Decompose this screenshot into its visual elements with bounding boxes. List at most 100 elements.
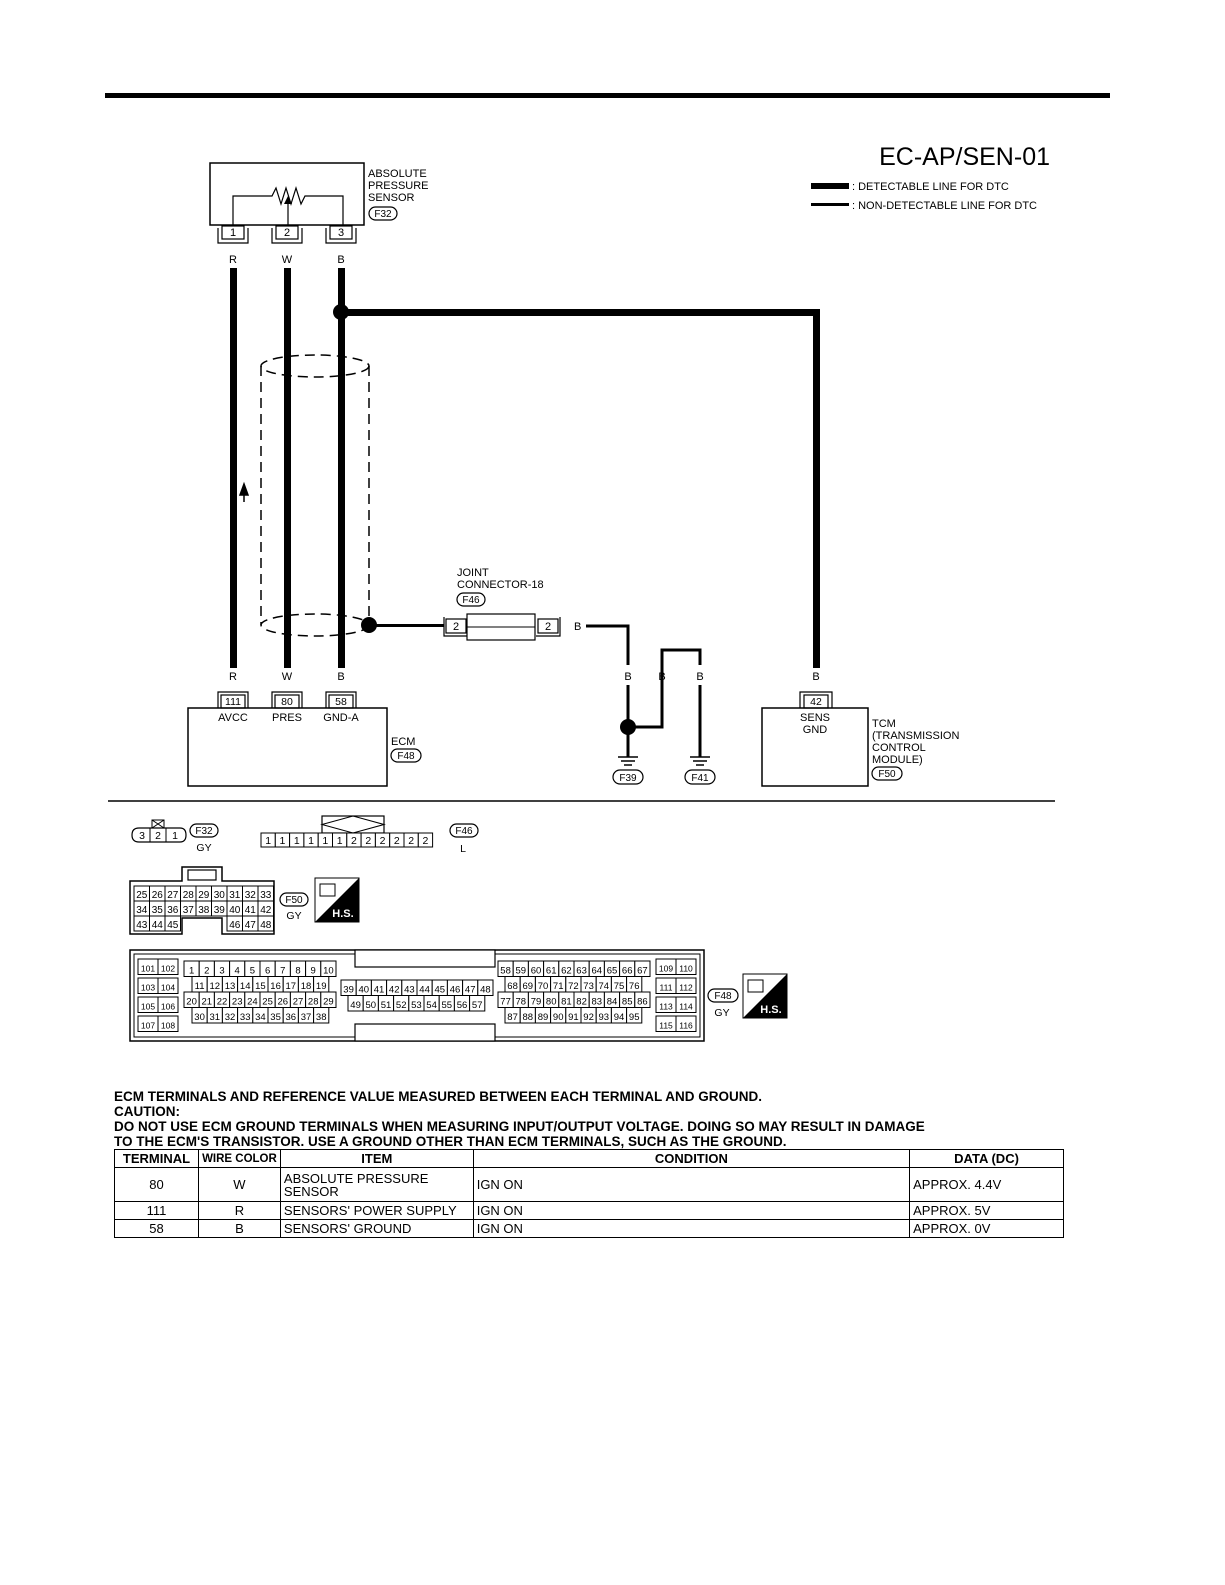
connector-pin: 1: [317, 832, 334, 848]
connector-pin-number: 14: [240, 981, 251, 992]
sensor-pin-1: 1: [217, 225, 249, 244]
svg-text:F46: F46: [455, 826, 473, 837]
ground-f39: [612, 756, 644, 785]
connector-pin-number: 81: [561, 997, 572, 1008]
connector-pin: 37: [297, 1007, 315, 1024]
connector-pin-number: 58: [500, 966, 511, 977]
svg-text:111: 111: [225, 696, 241, 708]
table-row: 80 W ABSOLUTE PRESSURE SENSOR IGN ON APP…: [114, 1167, 1064, 1202]
connector-pin: 71: [550, 976, 567, 993]
connector-pin-number: 77: [500, 997, 511, 1008]
connector-pin-number: 2: [351, 835, 357, 847]
connector-pin: 36: [282, 1007, 299, 1024]
connector-pin: 89: [534, 1007, 552, 1024]
ecm-wire-color-b: B: [337, 671, 344, 683]
connector-pin-number: 33: [260, 890, 272, 901]
tcm-connector-label: F50: [878, 769, 896, 780]
connector-pin: 72: [565, 976, 582, 993]
connector-pin: 92: [580, 1007, 597, 1024]
connector-pin: 45: [431, 979, 448, 996]
connector-pin: 116: [675, 1015, 697, 1032]
connector-pin: 54: [423, 995, 440, 1012]
connector-pin: 48: [477, 979, 494, 996]
sensor-wire-color-3: B: [337, 254, 344, 266]
header-wire-color: WIRE COLOR: [197, 1149, 281, 1168]
connector-pin-number: 35: [270, 1012, 281, 1023]
connector-pin: 42: [386, 979, 403, 996]
connector-pin: 74: [595, 976, 612, 993]
connector-pin: 57: [469, 995, 486, 1012]
tcm-pin-name-line2: GND: [803, 724, 828, 736]
connector-pin-number: 101: [141, 964, 155, 974]
connector-pin-number: 12: [210, 981, 221, 992]
cell-wire: R: [197, 1201, 281, 1220]
connector-pin-number: 90: [553, 1012, 564, 1023]
connector-pin-number: 28: [308, 997, 319, 1008]
connector-pin-number: 79: [531, 997, 542, 1008]
connector-pin-number: 36: [167, 905, 179, 916]
connector-pin: 58: [497, 960, 514, 977]
connector-pin: 52: [393, 995, 410, 1012]
connector-pin-number: 30: [214, 890, 226, 901]
joint-connector-18: JOINT CONNECTOR-18 F46 2 2 B: [443, 567, 581, 641]
connector-pin-number: 18: [301, 981, 312, 992]
connector-pin-number: 56: [457, 1000, 468, 1011]
connector-pin-number: 107: [141, 1021, 155, 1031]
ecm-connector-label: F48: [397, 751, 415, 762]
connector-pin-number: 27: [167, 890, 179, 901]
connector-pin: 108: [157, 1015, 179, 1032]
connector-pin: 69: [519, 976, 536, 993]
connector-pin-number: 43: [136, 920, 148, 931]
connector-pin-number: 27: [293, 997, 304, 1008]
connector-pin: 11: [191, 976, 208, 993]
connector-pin-number: 83: [592, 997, 603, 1008]
connector-pin: 10: [320, 960, 337, 977]
connector-pin: 30: [211, 885, 228, 902]
svg-text:GY: GY: [196, 842, 211, 854]
connector-pin: 34: [252, 1007, 269, 1024]
connector-pin-number: 26: [152, 890, 164, 901]
connector-pin: 41: [242, 900, 259, 917]
ecm-terminal-notes: ECM TERMINALS AND REFERENCE VALUE MEASUR…: [114, 1089, 1074, 1149]
connector-pin: 2: [389, 832, 405, 848]
connector-pin-number: 57: [472, 1000, 483, 1011]
connector-pin-number: 3: [219, 966, 224, 977]
cell-item: SENSORS' GROUND: [279, 1219, 474, 1238]
connector-pin-number: 45: [167, 920, 179, 931]
connector-pin-number: 31: [229, 890, 241, 901]
connector-pin-number: 80: [546, 997, 557, 1008]
connector-pin-number: 68: [507, 981, 518, 992]
connector-pin: 73: [580, 976, 597, 993]
connector-pin: 64: [588, 960, 605, 977]
connector-pin: 109: [655, 958, 677, 975]
connector-pin-number: 6: [265, 966, 270, 977]
connector-pin: 26: [149, 885, 166, 902]
connector-pin: 90: [550, 1007, 567, 1024]
connector-pin: 77: [497, 991, 514, 1008]
svg-text:F50: F50: [285, 895, 303, 906]
connector-pin: 85: [619, 991, 636, 1008]
connector-pin-number: 33: [240, 1012, 251, 1023]
connector-pin-number: 53: [411, 1000, 422, 1011]
connector-pin-number: 39: [343, 985, 354, 996]
connector-pin-number: 34: [136, 905, 148, 916]
connector-pin: 38: [195, 900, 212, 917]
connector-pin-number: 20: [186, 997, 197, 1008]
connector-pin-number: 15: [255, 981, 266, 992]
connector-pin-number: 38: [316, 1012, 327, 1023]
connector-pin-number: 21: [202, 997, 213, 1008]
connector-pin-number: 112: [679, 983, 693, 993]
wire-b-to-tcm-vertical: [813, 309, 820, 668]
connector-pin-number: 113: [659, 1002, 673, 1012]
connector-pin: 31: [206, 1007, 223, 1024]
connector-pin: 5: [244, 960, 261, 977]
cell-terminal: 111: [114, 1201, 199, 1220]
connector-pin-number: 41: [374, 985, 385, 996]
cell-terminal: 58: [114, 1219, 199, 1238]
sensor-name-line3: SENSOR: [368, 192, 415, 204]
connector-pin-number: 32: [225, 1012, 236, 1023]
connector-pin-number: 110: [679, 964, 693, 974]
connector-pin: 111: [655, 977, 677, 994]
notes-caution: CAUTION:: [114, 1104, 180, 1119]
